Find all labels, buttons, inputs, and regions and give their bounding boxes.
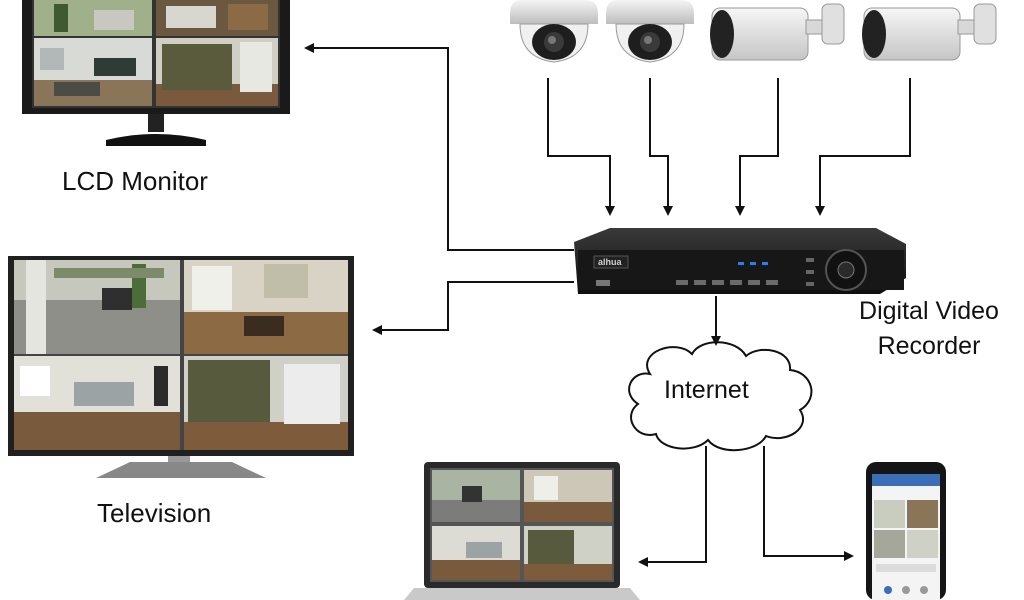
bullet-camera-2 bbox=[862, 3, 997, 61]
arrow-internet-to-phone bbox=[763, 446, 854, 561]
lcd-monitor-label: LCD Monitor bbox=[62, 166, 208, 196]
arrow-internet-to-laptop bbox=[638, 446, 707, 567]
dvr-label: Digital Video Recorder bbox=[836, 294, 1022, 364]
internet-label: Internet bbox=[664, 376, 749, 404]
television-label: Television bbox=[97, 498, 212, 528]
dvr-brand-logo: alhua bbox=[598, 257, 623, 267]
arrow-dvr-to-lcd bbox=[304, 43, 574, 251]
dvr-label-line2: Recorder bbox=[877, 332, 981, 360]
arrow-dome2-to-dvr bbox=[649, 78, 673, 216]
arrow-bullet1-to-dvr bbox=[735, 78, 779, 216]
dome-camera-2 bbox=[606, 0, 694, 63]
bullet-camera-1 bbox=[710, 3, 845, 61]
laptop-device bbox=[404, 462, 640, 600]
smartphone-device bbox=[866, 462, 946, 600]
television-device bbox=[8, 256, 354, 478]
dome-camera-1 bbox=[510, 0, 598, 63]
arrow-dome1-to-dvr bbox=[547, 78, 615, 216]
dvr-device: alhua bbox=[574, 228, 906, 294]
arrow-dvr-to-tv bbox=[372, 281, 574, 335]
dvr-label-line1: Digital Video bbox=[859, 297, 999, 325]
lcd-monitor-device bbox=[22, 0, 290, 146]
arrow-bullet2-to-dvr bbox=[815, 78, 911, 216]
